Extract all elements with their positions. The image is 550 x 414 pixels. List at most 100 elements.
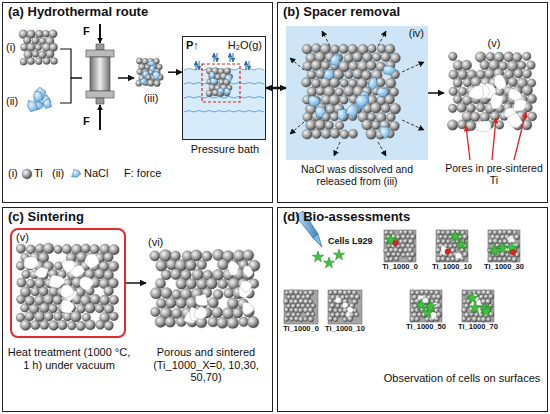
ti-particle xyxy=(290,308,294,312)
nacl-particle xyxy=(308,96,320,106)
nacl-particle xyxy=(210,78,218,85)
pore xyxy=(24,257,38,269)
ti-particle xyxy=(26,279,35,288)
flow-arrow xyxy=(428,92,444,94)
annotation-label: F: force xyxy=(124,167,161,180)
ti-particle xyxy=(458,120,467,129)
ti-particle xyxy=(104,321,113,330)
sample-square: Ti_1000_30 xyxy=(482,228,526,274)
ti-particle xyxy=(16,244,25,253)
nacl-powder: (ii) xyxy=(6,82,60,124)
ti-particle xyxy=(408,256,413,261)
ti-particle xyxy=(155,316,166,327)
pore xyxy=(347,307,354,313)
press-flange xyxy=(86,91,114,98)
pore xyxy=(85,254,99,268)
ti-particle xyxy=(227,317,238,328)
ti-particle xyxy=(316,87,325,96)
legend-label: Ti xyxy=(34,167,43,180)
arrow-line xyxy=(199,61,200,70)
ti-particle xyxy=(514,69,523,78)
nacl-particle xyxy=(72,169,81,177)
ti-particle xyxy=(185,260,196,271)
ti-particle xyxy=(366,129,377,140)
ti-particle xyxy=(466,121,476,131)
ti-particle xyxy=(471,112,480,121)
ti-particle xyxy=(299,299,304,304)
flow-arrow xyxy=(60,78,82,103)
ti-particle xyxy=(96,320,105,329)
pore xyxy=(60,285,74,298)
node-label: Ti_1000_10 xyxy=(313,325,377,334)
ti-particle xyxy=(390,103,401,114)
ti-particle xyxy=(381,104,390,113)
ti-particle xyxy=(76,321,85,330)
nacl-particle xyxy=(225,75,232,82)
ti-particle xyxy=(386,252,391,257)
press-ram xyxy=(96,44,104,50)
ti-particle xyxy=(339,44,348,53)
flow-arrow xyxy=(168,71,182,73)
ti-particle xyxy=(32,50,39,57)
ti-particle xyxy=(95,304,104,313)
pore xyxy=(494,75,506,90)
pore xyxy=(491,94,503,109)
ti-particle xyxy=(325,121,334,130)
ti-particle xyxy=(486,317,491,322)
ti-particle xyxy=(315,120,326,131)
press-flange xyxy=(86,50,114,57)
ti-particle xyxy=(27,57,34,64)
nacl-particle xyxy=(338,109,348,121)
ti-particle xyxy=(44,312,53,321)
ti-particle xyxy=(488,294,493,299)
ti-particle xyxy=(508,77,517,86)
ti-particle xyxy=(430,290,435,295)
flow-arrow xyxy=(266,87,286,90)
ti-particle xyxy=(406,234,411,239)
ti-particle xyxy=(156,260,167,271)
nacl-particle xyxy=(383,66,396,75)
ti-particle xyxy=(150,288,162,300)
ti-particle xyxy=(345,312,350,317)
cell-l929 xyxy=(455,238,467,250)
ti-particle xyxy=(298,317,303,322)
ti-particle xyxy=(447,120,458,131)
sample-square: Ti_1000_50 xyxy=(404,288,448,334)
sample-square: Ti_1000_0 xyxy=(378,228,422,274)
ti-particle xyxy=(161,287,172,298)
node-label: (i) xyxy=(6,41,16,54)
ti-particle xyxy=(286,312,291,317)
ti-particle xyxy=(301,78,311,88)
arrow-line xyxy=(492,118,496,160)
ti-particle xyxy=(458,87,467,96)
nacl-particle xyxy=(43,98,52,108)
ti-particle xyxy=(333,317,338,322)
ti-particle xyxy=(517,61,526,70)
ti-particle xyxy=(308,299,313,304)
ti-particle xyxy=(386,113,395,122)
flow-arrow xyxy=(126,282,146,284)
green-compact: (iii) xyxy=(134,56,168,110)
ti-particle xyxy=(507,256,512,261)
ti-particle xyxy=(165,317,176,328)
ti-particle xyxy=(197,260,207,270)
ti-particle xyxy=(415,317,420,322)
press-die xyxy=(90,57,110,91)
ti-particle xyxy=(147,80,154,87)
ti-particle xyxy=(381,52,390,61)
arrow-line xyxy=(378,31,386,46)
focus-box xyxy=(202,64,240,102)
ti-particle xyxy=(108,261,119,272)
ti-particle xyxy=(308,316,314,322)
arrow-line xyxy=(230,53,231,62)
pore xyxy=(468,86,483,99)
arrow-line xyxy=(290,58,304,70)
ti-particle xyxy=(467,317,472,322)
ti-particle xyxy=(436,230,441,235)
panel-title: (c) Sintering xyxy=(8,210,84,225)
node-label: Pressure bath xyxy=(173,143,277,156)
ti-particle xyxy=(441,230,445,234)
pipette-tip xyxy=(313,234,322,247)
ti-particle xyxy=(449,70,458,79)
ti-particle xyxy=(476,103,485,112)
